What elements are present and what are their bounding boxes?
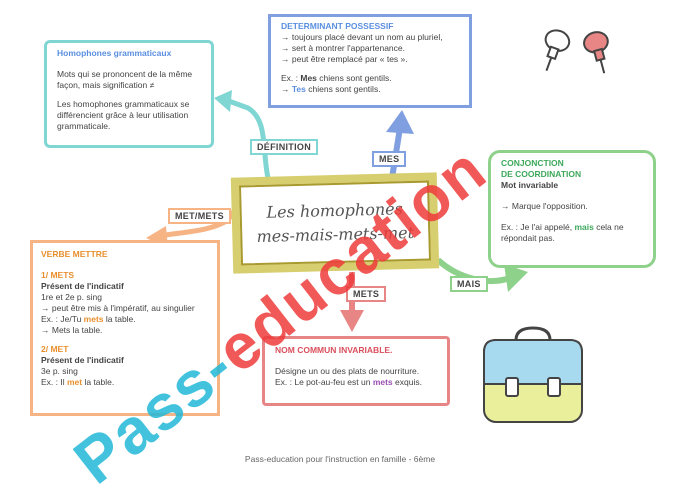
determinant-item-2: → sert à montrer l'appartenance. <box>281 43 405 53</box>
determinant-box: DETERMINANT POSSESSIF → toujours placé d… <box>268 14 472 108</box>
homophones-p2: Les homophones grammaticaux se différenc… <box>57 99 190 131</box>
label-mais: MAIS <box>450 276 488 292</box>
arrow-mes-head <box>386 110 414 134</box>
verbe-s2-title: 2/ MET <box>41 344 69 354</box>
determinant-example: Ex. : Mes chiens sont gentils. <box>281 73 392 83</box>
determinant-item-1: → toujours placé devant un nom au plurie… <box>281 32 443 42</box>
nom-l1: Désigne un ou des plats de nourriture. <box>275 366 420 376</box>
homophones-title: Homophones grammaticaux <box>57 48 172 58</box>
homophones-p1: Mots qui se prononcent de la même façon,… <box>57 69 193 90</box>
verbe-title: VERBE METTRE <box>41 249 108 259</box>
label-mes: MES <box>372 151 407 167</box>
verbe-s1-l4: → Mets la table. <box>41 325 103 335</box>
homophones-box: Homophones grammaticaux Mots qui se pron… <box>44 40 214 148</box>
verbe-s1-sub: Présent de l'indicatif <box>41 281 124 291</box>
conjonction-subtitle: Mot invariable <box>501 180 559 190</box>
footer: Pass-education pour l'instruction en fam… <box>244 454 436 464</box>
nom-example: Ex. : Le pot-au-feu est un mets exquis. <box>275 377 422 387</box>
nom-box: NOM COMMUN INVARIABLE. Désigne un ou des… <box>262 336 450 406</box>
label-mets: METS <box>346 286 387 302</box>
conjonction-p1: → Marque l'opposition. <box>501 201 588 211</box>
verbe-s1-l2: → peut être mis à l'impératif, au singul… <box>41 303 195 313</box>
determinant-item-3: → peut être remplacé par « tes ». <box>281 54 408 64</box>
arrow-mets-head <box>340 310 364 332</box>
verbe-box: VERBE METTRE 1/ METS Présent de l'indica… <box>30 240 220 416</box>
verbe-s2-l1: 3e p. sing <box>41 366 78 376</box>
verbe-s1-l1: 1re et 2e p. sing <box>41 292 102 302</box>
conjonction-title-2: DE COORDINATION <box>501 169 582 179</box>
schoolbag-icon <box>483 326 583 423</box>
nom-title: NOM COMMUN INVARIABLE. <box>275 345 393 355</box>
conjonction-title-1: CONJONCTION <box>501 158 564 168</box>
verbe-s2-example: Ex. : Il met la table. <box>41 377 115 387</box>
determinant-title: DETERMINANT POSSESSIF <box>281 21 394 31</box>
arrow-definition-head <box>214 90 232 112</box>
label-definition: DÉFINITION <box>250 139 318 155</box>
verbe-s1-title: 1/ METS <box>41 270 75 280</box>
verbe-s2-sub: Présent de l'indicatif <box>41 355 124 365</box>
pushpin-icon <box>544 29 609 74</box>
verbe-s1-example: Ex. : Je/Tu mets la table. <box>41 314 136 324</box>
determinant-example-2: → Tes chiens sont gentils. <box>281 84 381 94</box>
arrow-definition <box>225 97 271 179</box>
label-met-mets: MET/METS <box>168 208 231 224</box>
conjonction-example: Ex. : Je l'ai appelé, mais cela ne répon… <box>501 222 624 243</box>
conjonction-box: CONJONCTION DE COORDINATION Mot invariab… <box>488 150 656 268</box>
arrow-mais-head <box>504 264 528 292</box>
